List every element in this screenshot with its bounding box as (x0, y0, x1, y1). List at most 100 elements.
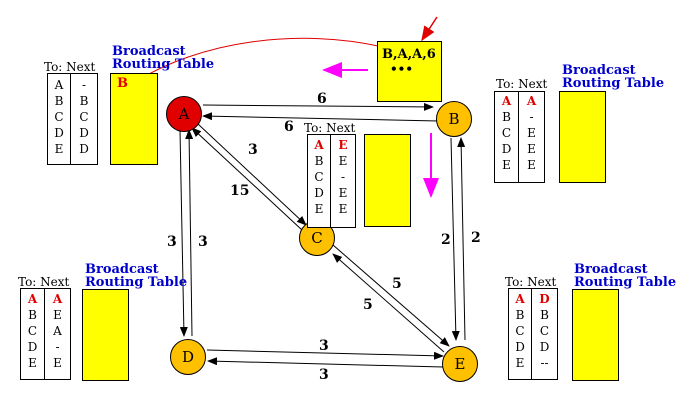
table-d-to: B (28, 308, 37, 322)
table-c-to: A (314, 138, 324, 152)
edge-a-to-d (179, 129, 188, 337)
broadcast-box-d (82, 289, 129, 381)
edge-label-ad-right: 3 (198, 234, 208, 250)
routing-table-c: A B C D E E E - E E (307, 134, 356, 228)
table-d-next: A (53, 324, 62, 338)
table-d-next: A (52, 292, 63, 306)
edge-label-de-top: 3 (319, 338, 329, 354)
routing-table-e: A B C D E D B C D -- (508, 288, 558, 380)
table-d-to: D (27, 340, 38, 354)
edge-d-to-a (185, 129, 194, 337)
node-a[interactable]: A (166, 96, 202, 132)
broadcast-box-b (559, 91, 606, 183)
edge-label-ce-top: 5 (392, 276, 402, 292)
table-b-next: E (527, 158, 536, 172)
table-a-to: D (54, 126, 64, 140)
table-e-next: -- (540, 356, 549, 370)
table-c-to: C (314, 170, 324, 184)
edge-c-to-e (332, 244, 450, 347)
table-e-next: D (539, 292, 550, 306)
edge-label-be-left: 2 (441, 232, 451, 248)
broadcast-box-c (364, 134, 411, 227)
edge-e-to-d (207, 357, 444, 368)
table-e-next: C (539, 324, 550, 338)
table-d-next: E (53, 308, 62, 322)
table-c-next: E (338, 154, 348, 168)
node-e[interactable]: E (442, 346, 478, 382)
edge-d-to-e (206, 349, 444, 360)
table-a-to-col: A B C D E (48, 74, 70, 164)
red-arrow-into-packet (421, 16, 438, 42)
table-e-to: C (515, 324, 525, 338)
table-d-header: To: Next (18, 275, 70, 289)
packet-box: B,A,A,6 ••• (377, 41, 442, 102)
edge-label-de-bottom: 3 (319, 367, 329, 383)
edge-label-ad-left: 3 (167, 234, 177, 250)
table-c-next: E (338, 186, 348, 200)
table-b-header: To: Next (496, 77, 548, 91)
table-b-next: - (529, 110, 534, 124)
table-e-to: A (515, 292, 525, 306)
table-e-next: D (539, 340, 550, 354)
table-a-next: D (79, 142, 89, 156)
table-a-to: A (54, 78, 64, 92)
edge-b-to-e (450, 137, 460, 341)
table-a-next: D (79, 126, 89, 140)
table-c-next: E (338, 202, 348, 216)
edge-b-to-a (202, 112, 439, 122)
table-b-to: E (502, 158, 511, 172)
table-d-next: - (55, 340, 60, 354)
table-d-to: C (27, 324, 38, 338)
table-b-next: E (527, 142, 536, 156)
edge-label-ac-bottom: 15 (230, 183, 250, 199)
node-d[interactable]: D (170, 339, 206, 375)
routing-table-b: A B C D E A - E E E (494, 91, 545, 183)
table-b-to: B (502, 110, 511, 124)
table-b-next: A (526, 94, 537, 108)
packet-line-1: B,A,A,6 (382, 47, 436, 62)
red-curve-to-broadcast-a (131, 37, 384, 85)
table-e-header: To: Next (505, 275, 557, 289)
table-a-to: B (54, 94, 64, 108)
table-c-to: E (314, 202, 324, 216)
table-a-next: C (79, 110, 89, 124)
routing-table-d: A B C D E A E A - E (20, 288, 71, 380)
table-e-to: E (515, 356, 525, 370)
broadcast-a-entry: B (117, 76, 128, 91)
edge-label-ce-bottom: 5 (363, 297, 373, 313)
edge-a-to-b (202, 102, 434, 111)
table-b-to: C (501, 126, 512, 140)
edge-a-to-c (197, 123, 307, 226)
edge-label-ab-bottom: 6 (284, 119, 294, 135)
table-a-header: To: Next (44, 60, 96, 74)
edge-e-to-c (332, 253, 445, 353)
table-c-header: To: Next (304, 121, 356, 135)
table-b-to: A (501, 94, 512, 108)
table-c-to: B (314, 154, 324, 168)
table-e-to: B (515, 308, 525, 322)
edge-label-ab-top: 6 (317, 91, 327, 107)
edge-c-to-a (191, 127, 303, 231)
table-c-next: - (340, 170, 346, 184)
table-b-to: D (501, 142, 512, 156)
table-d-to: E (28, 356, 37, 370)
table-e-to: D (515, 340, 525, 354)
broadcast-box-a: B (110, 73, 158, 165)
node-b[interactable]: B (436, 101, 472, 137)
table-e-next: B (540, 308, 549, 322)
broadcast-box-e (572, 289, 619, 381)
routing-table-a: A B C D E - B C D D (47, 73, 98, 165)
table-b-next: E (527, 126, 536, 140)
table-a-next: - (81, 78, 87, 92)
table-a-next: B (79, 94, 89, 108)
table-a-to: E (54, 142, 64, 156)
table-a-to: C (54, 110, 64, 124)
table-d-next: E (53, 356, 62, 370)
edge-label-be-right: 2 (471, 230, 481, 246)
